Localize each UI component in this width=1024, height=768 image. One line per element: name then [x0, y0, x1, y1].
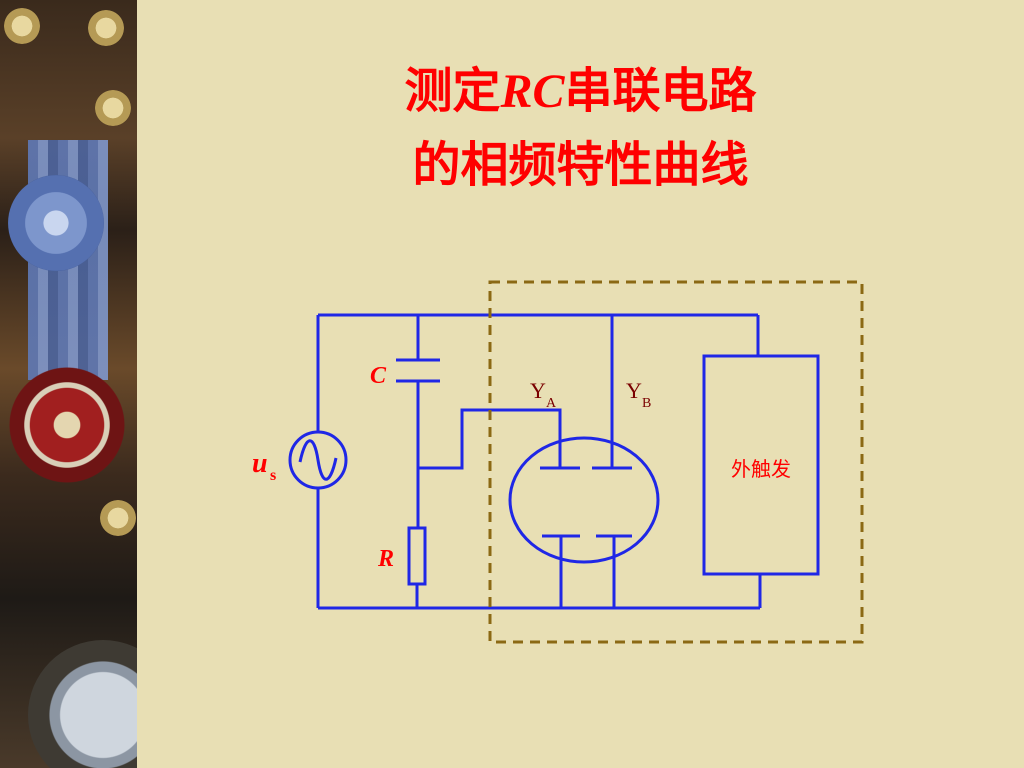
coin-decoration: [4, 8, 40, 44]
yb-label: Y: [626, 378, 642, 403]
title-prefix: 测定: [404, 63, 501, 119]
capacitor-label: C: [370, 363, 387, 389]
oscilloscope-boundary: [488, 280, 864, 644]
decorative-side-image: [0, 0, 137, 768]
source-label: u: [252, 448, 268, 479]
trigger-box-label: 外触发: [731, 457, 791, 481]
oscilloscope-tube: [508, 436, 660, 564]
resistor: [407, 526, 427, 586]
sine-wave-icon: [298, 439, 338, 481]
slide-title-line1: 测定RC串联电路: [137, 58, 1024, 125]
medal-decoration: [2, 360, 132, 490]
coin-decoration: [100, 500, 136, 536]
source-subscript: s: [270, 467, 276, 484]
resistor-label: R: [377, 546, 394, 572]
ya-wire: [418, 408, 562, 470]
ya-label: Y: [530, 378, 546, 403]
title-suffix: 串联电路: [564, 63, 757, 119]
coin-decoration: [95, 90, 131, 126]
slide-title-line2: 的相频特性曲线: [412, 137, 749, 193]
coin-decoration: [88, 10, 124, 46]
rosette-decoration: [8, 175, 104, 271]
yb-subscript: B: [642, 396, 651, 411]
ya-subscript: A: [546, 396, 557, 411]
title-rc: RC: [500, 65, 565, 118]
